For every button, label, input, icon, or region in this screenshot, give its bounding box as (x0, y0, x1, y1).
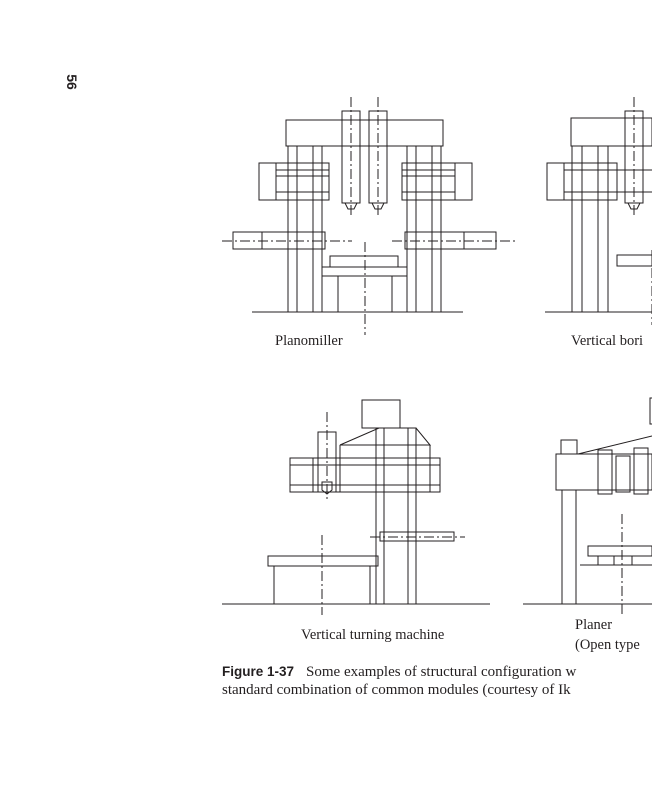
vertical-boring-drawing (545, 97, 652, 325)
planer-drawing (523, 397, 652, 615)
label-vertical-boring: Vertical bori (571, 333, 644, 349)
caption-line-1: Some examples of structural configuratio… (306, 664, 577, 680)
figure-caption: Figure 1-37 Some examples of structural c… (222, 663, 576, 699)
label-planer-sub: (Open type (575, 637, 640, 653)
label-planer: Planer (575, 617, 613, 633)
label-vertical-turning: Vertical turning machine (301, 627, 445, 643)
planomiller-drawing (222, 97, 515, 335)
vertical-turning-drawing (222, 399, 490, 615)
caption-line-2: standard combination of common modules (… (222, 682, 571, 698)
label-planomiller: Planomiller (275, 333, 343, 349)
figure-number: Figure 1-37 (222, 664, 295, 679)
